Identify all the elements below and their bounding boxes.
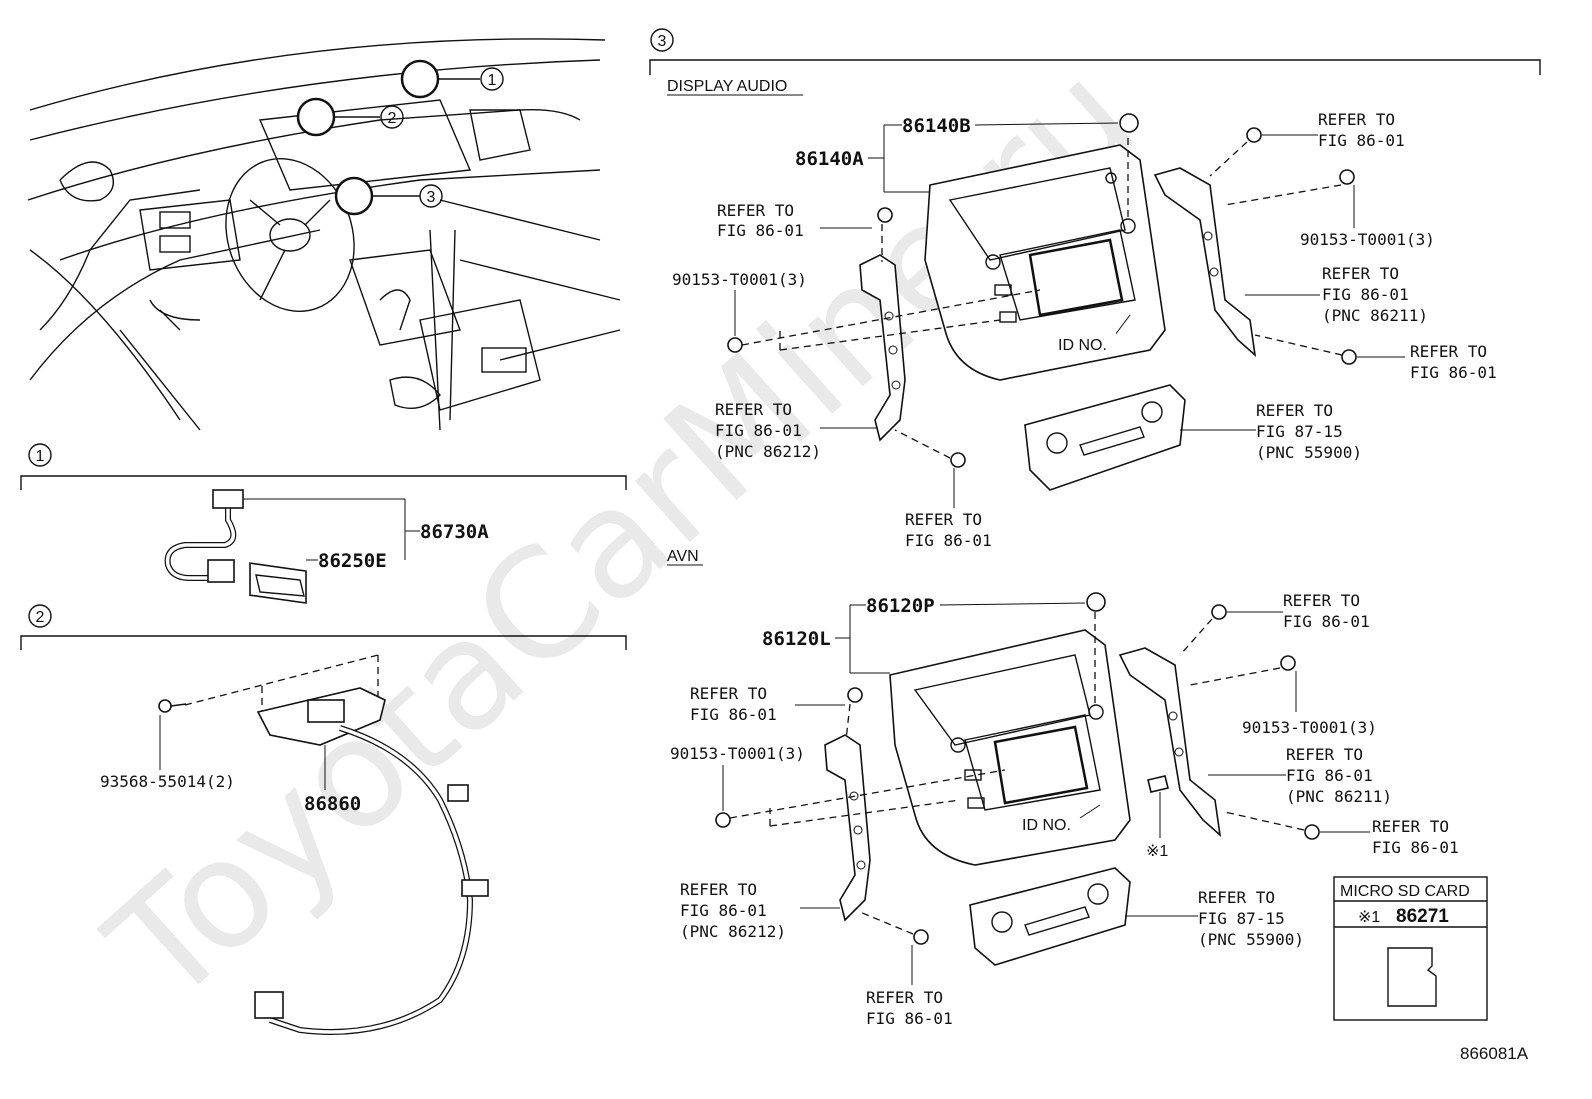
callout-1-label: 1 [488, 72, 497, 89]
bracket-right-avn [1118, 647, 1222, 838]
panel-86140a [924, 144, 1166, 381]
section-3-marker [650, 28, 674, 52]
camera-86860 [307, 699, 345, 723]
part-86120p: 86120P [866, 595, 935, 617]
refer-screw-right-line1: REFER TO [1410, 342, 1487, 361]
bracket-left-da [859, 254, 906, 442]
avn-refer-bracket-right-line3: (PNC 86211) [1286, 787, 1392, 806]
screw-right-label: 90153-T0001(3) [1300, 230, 1435, 249]
refer-bracket-left-line1: REFER TO [715, 400, 792, 419]
avn-group: AVN 86120P 86120L ID NO. ※1 [667, 548, 1459, 1028]
avn-id-no-label: ID NO. [1022, 817, 1071, 834]
avn-refer-bracket-left-line1: REFER TO [680, 880, 757, 899]
display-audio-group: DISPLAY AUDIO 86140B 86140A ID NO. [667, 78, 1497, 550]
refer-bracket-right-line1: REFER TO [1322, 264, 1399, 283]
avn-refer-screw-bottom-line1: REFER TO [866, 988, 943, 1007]
part-86860: 86860 [304, 793, 361, 815]
sd-card-mark: ※1 [1358, 909, 1380, 926]
section-2-number: 2 [36, 609, 45, 626]
avn-refer-screw-bottom-line2: FIG 86-01 [866, 1009, 953, 1028]
avn-refer-climate-line1: REFER TO [1198, 888, 1275, 907]
callout-3-label: 3 [427, 189, 436, 206]
callout-3 [419, 184, 443, 208]
climate-panel-avn [969, 867, 1131, 966]
refer-bracket-left-line2: FIG 86-01 [715, 421, 802, 440]
sd-card-icon [1387, 947, 1437, 1007]
part-93568-55014: 93568-55014(2) [100, 772, 235, 791]
section-1: 1 86730A 86250E [20, 443, 627, 604]
refer-top-left-line2: FIG 86-01 [717, 221, 804, 240]
connector-b [207, 559, 235, 583]
part-86140a: 86140A [795, 148, 864, 170]
callout-2-label: 2 [388, 110, 397, 127]
dashboard-illustration: 1 2 3 [27, 38, 621, 431]
refer-bracket-right-line3: (PNC 86211) [1322, 306, 1428, 325]
refer-bracket-left-line3: (PNC 86212) [715, 442, 821, 461]
avn-refer-bracket-right-line2: FIG 86-01 [1286, 766, 1373, 785]
connector-end [254, 991, 284, 1019]
avn-refer-top-left-line1: REFER TO [690, 684, 767, 703]
connector-a [212, 489, 244, 509]
refer-top-left-line1: REFER TO [717, 201, 794, 220]
avn-screw-left-label: 90153-T0001(3) [670, 744, 805, 763]
refer-top-right-line2: FIG 86-01 [1318, 131, 1405, 150]
part-86730a: 86730A [420, 521, 489, 543]
refer-top-right-line1: REFER TO [1318, 110, 1395, 129]
bracket-right-da [1153, 167, 1257, 358]
screw-left-label: 90153-T0001(3) [672, 270, 807, 289]
avn-refer-climate-line3: (PNC 55900) [1198, 930, 1304, 949]
refer-climate-line1: REFER TO [1256, 401, 1333, 420]
avn-refer-bracket-left-line2: FIG 86-01 [680, 901, 767, 920]
panel-86120l [889, 629, 1131, 866]
avn-refer-top-right-line1: REFER TO [1283, 591, 1360, 610]
section-2-marker [28, 604, 52, 628]
sd-card-title: MICRO SD CARD [1340, 883, 1470, 900]
section-3: 3 [649, 28, 1541, 75]
clip-86140b [1119, 113, 1139, 133]
display-audio-title: DISPLAY AUDIO [667, 78, 787, 95]
section-1-number: 1 [36, 448, 45, 465]
note-mark: ※1 [1146, 843, 1168, 860]
avn-refer-bracket-left-line3: (PNC 86212) [680, 922, 786, 941]
refer-climate-line3: (PNC 55900) [1256, 443, 1362, 462]
refer-screw-bottom-line2: FIG 86-01 [905, 531, 992, 550]
avn-refer-climate-line2: FIG 87-15 [1198, 909, 1285, 928]
part-86140b: 86140B [902, 115, 971, 137]
sd-card-part: 86271 [1396, 906, 1449, 927]
callout-1 [480, 67, 504, 91]
diagram-id: 866081A [1460, 1044, 1529, 1063]
part-86250e: 86250E [318, 550, 387, 572]
bracket-left-avn [824, 734, 871, 922]
part-86120l: 86120L [762, 628, 831, 650]
section-3-number: 3 [658, 33, 667, 50]
section-2: 2 93568-55014(2) 86860 [20, 604, 627, 1035]
refer-bracket-right-line2: FIG 86-01 [1322, 285, 1409, 304]
avn-refer-top-right-line2: FIG 86-01 [1283, 612, 1370, 631]
id-no-label: ID NO. [1058, 337, 1107, 354]
avn-screw-right-label: 90153-T0001(3) [1242, 718, 1377, 737]
avn-title: AVN [667, 548, 699, 565]
refer-screw-bottom-line1: REFER TO [905, 510, 982, 529]
sd-slot [1147, 775, 1169, 793]
clip-86120p [1086, 592, 1106, 612]
callout-2 [380, 105, 404, 129]
refer-climate-line2: FIG 87-15 [1256, 422, 1343, 441]
refer-screw-right-line2: FIG 86-01 [1410, 363, 1497, 382]
micro-sd-card-box: MICRO SD CARD ※1 86271 [1333, 876, 1488, 1021]
avn-refer-bracket-right-line1: REFER TO [1286, 745, 1363, 764]
section-1-marker [28, 443, 52, 467]
avn-refer-screw-right-line1: REFER TO [1372, 817, 1449, 836]
avn-refer-screw-right-line2: FIG 86-01 [1372, 838, 1459, 857]
avn-refer-top-left-line2: FIG 86-01 [690, 705, 777, 724]
